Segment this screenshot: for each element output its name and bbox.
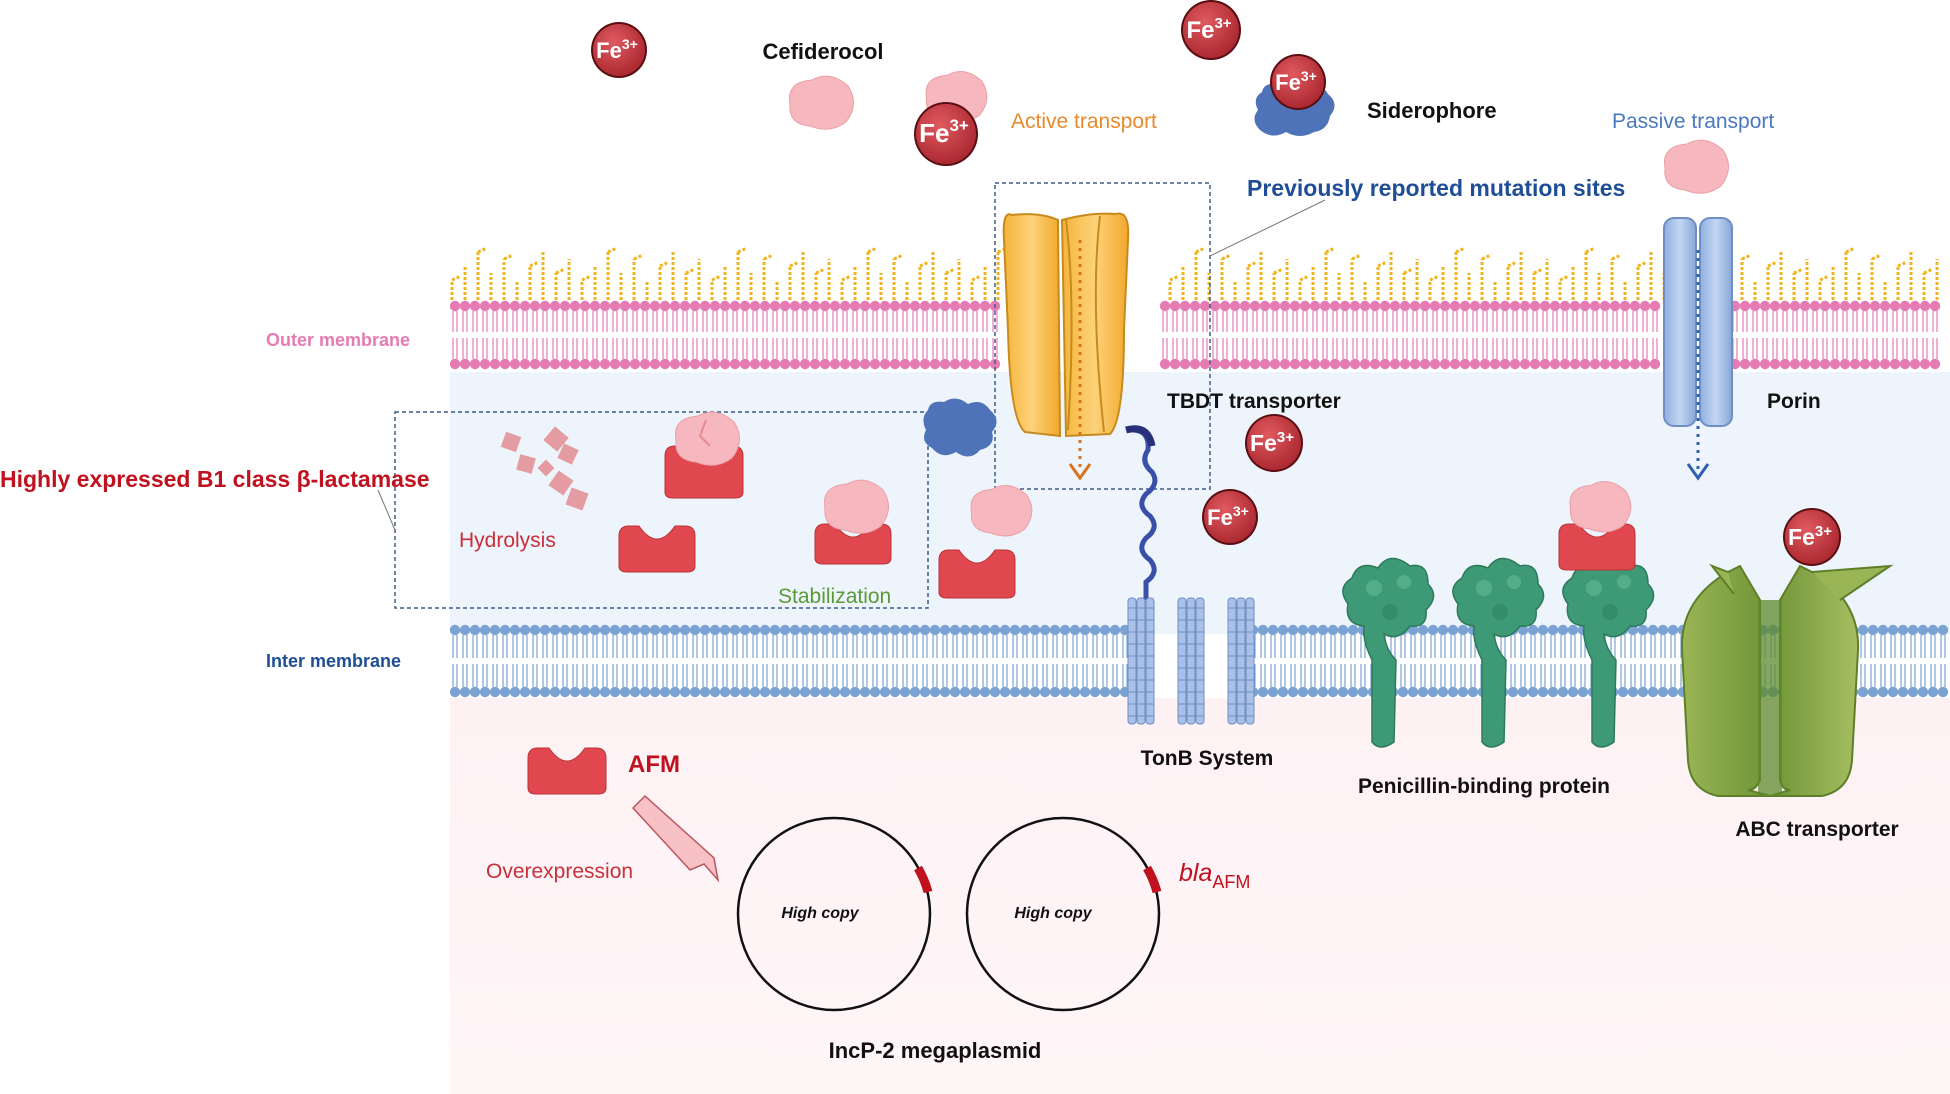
iron-ion-label: Fe3+: [919, 116, 969, 148]
bla-gene-label: blaAFM: [1179, 859, 1250, 892]
porin-label: Porin: [1767, 390, 1821, 413]
cefiderocol-molecules: [674, 71, 1729, 537]
hydrolysis-fragments: [500, 426, 589, 511]
tbdt-label: TBDT transporter: [1167, 390, 1341, 413]
high-copy-label-left: High copy: [781, 905, 859, 922]
overexpression-label: Overexpression: [486, 860, 633, 883]
beta-lactamase-box: [394, 411, 929, 609]
mutation-sites-pointer: [1209, 199, 1326, 257]
iron-ion-label: Fe3+: [1186, 15, 1231, 44]
abc-label: ABC transporter: [1735, 818, 1898, 841]
afm-label: AFM: [628, 751, 680, 778]
hydrolysis-label: Hydrolysis: [459, 529, 556, 552]
beta-lactamase-pointer: [377, 489, 396, 531]
iron-ion-label: Fe3+: [1207, 503, 1249, 530]
mutation-sites-box: [994, 182, 1211, 490]
cefiderocol-label: Cefiderocol: [762, 39, 883, 64]
active-transport-label: Active transport: [1011, 110, 1157, 133]
porin: [1663, 217, 1733, 481]
tonb-label: TonB System: [1141, 747, 1274, 770]
outer-membrane-label: Outer membrane: [266, 330, 410, 350]
lps-layer: [450, 246, 1939, 300]
high-copy-label-right: High copy: [1014, 905, 1092, 922]
outer-membrane-bilayer: [449, 300, 1941, 370]
stabilization-label: Stabilization: [778, 585, 891, 608]
penicillin-binding-proteins: [1342, 557, 1655, 748]
mutation-sites-label: Previously reported mutation sites: [1247, 175, 1625, 201]
plasmid-right: [965, 816, 1162, 1012]
plasmid-label: IncP-2 megaplasmid: [829, 1038, 1042, 1063]
afm-arrow: [631, 794, 720, 883]
siderophore-label: Siderophore: [1367, 98, 1497, 123]
iron-ion-label: Fe3+: [1788, 523, 1832, 550]
plasmid-left: [736, 816, 933, 1012]
pbp-label: Penicillin-binding protein: [1358, 775, 1610, 798]
iron-ion-label: Fe3+: [596, 36, 638, 63]
tonb-system: [1127, 597, 1255, 725]
passive-transport-label: Passive transport: [1612, 110, 1774, 133]
abc-transporter: [1680, 563, 1894, 798]
tbdt-transporter: [1002, 212, 1130, 481]
siderophore-periplasm: [923, 398, 997, 457]
iron-ion-label: Fe3+: [1250, 429, 1294, 456]
iron-ions: Fe3+ Fe3+ Fe3+ Fe3+ Fe3+ Fe3+ Fe3+: [591, 0, 1841, 566]
tonb-coil: [1125, 425, 1158, 600]
beta-lactamase-label: Highly expressed B1 class β-lactamase: [0, 466, 430, 492]
inter-membrane-label: Inter membrane: [266, 651, 401, 671]
iron-ion-label: Fe3+: [1275, 68, 1317, 95]
